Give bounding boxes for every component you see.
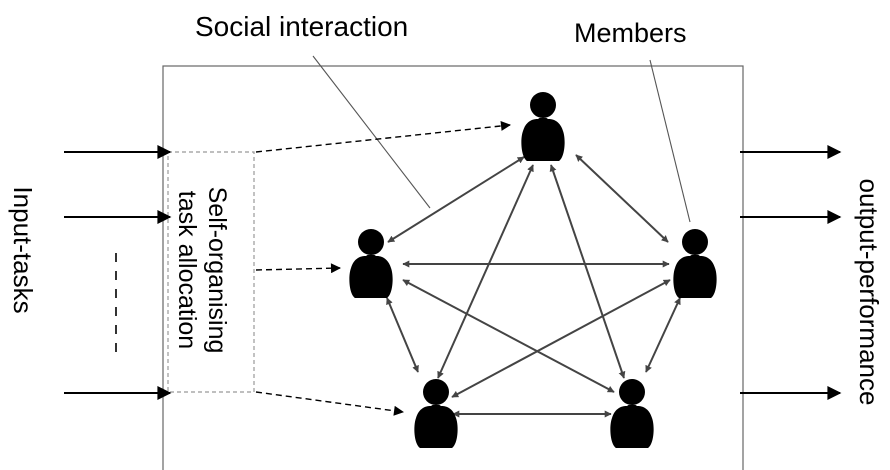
social-interaction-label: Social interaction (195, 11, 408, 42)
member-right (673, 229, 717, 298)
members-leader (649, 59, 691, 223)
allocation-arrow (255, 263, 341, 274)
task-allocation-label: Self-organising task allocation (173, 187, 231, 354)
team-boundary (162, 65, 744, 470)
allocation-arrow (255, 391, 404, 416)
self-organising-text: Self-organising (203, 187, 231, 354)
input-tasks-label: Input-tasks (8, 186, 38, 313)
task-allocation-box (167, 151, 255, 393)
member-top (521, 92, 565, 161)
interaction-left-bottom-right (402, 279, 615, 393)
allocation-arrow (255, 120, 511, 153)
interaction-top-bottom-left (437, 164, 534, 379)
task-allocation-text: task allocation (173, 191, 201, 349)
interaction-left-bottom-left (386, 297, 419, 373)
social-interaction-leader (312, 55, 431, 209)
input-tasks-text: Input-tasks (8, 186, 38, 313)
member-bottom-left (414, 379, 458, 448)
member-left (349, 229, 393, 298)
interaction-right-bottom-right (645, 297, 681, 373)
output-performance-label: output-performance (854, 179, 884, 406)
member-bottom-right (610, 379, 654, 448)
interaction-top-right (575, 154, 669, 243)
interaction-top-bottom-right (549, 164, 626, 379)
interaction-right-bottom-left (451, 279, 671, 398)
output-performance-text: output-performance (854, 179, 884, 406)
members-label: Members (574, 18, 687, 48)
